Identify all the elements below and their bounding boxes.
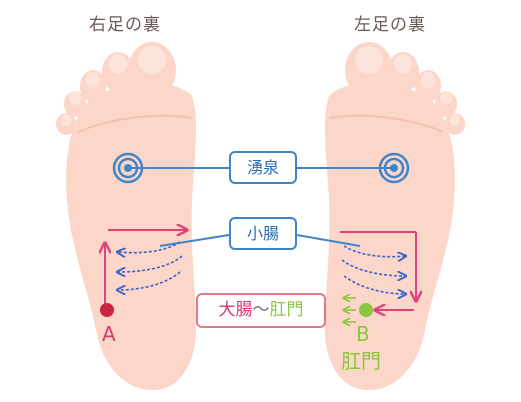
acupoint-target-icon (378, 152, 410, 184)
right-foot-sole (56, 42, 197, 391)
left-foot-arrows (340, 231, 416, 322)
point-b-label: B (356, 322, 370, 346)
yusen-label: 湧泉 (229, 151, 297, 184)
anus-label: 肛門 (341, 349, 381, 373)
point-a-label: A (102, 322, 116, 346)
acupoint-target-icon (112, 152, 144, 184)
large-intestine-text: 大腸 (218, 300, 253, 320)
left-foot-sole (324, 42, 465, 391)
point-b-dot-icon (359, 303, 373, 317)
small-intestine-label: 小腸 (229, 217, 297, 250)
left-foot-title: 左足の裏 (354, 15, 426, 35)
range-separator: 〜 (252, 300, 270, 320)
shocho-connector-left (296, 234, 361, 247)
shocho-connector-right (159, 234, 230, 247)
anus-text: 肛門 (269, 300, 304, 320)
right-foot-arrows (105, 230, 186, 306)
right-foot-title: 右足の裏 (89, 15, 161, 35)
point-a-dot-icon (100, 303, 114, 317)
large-intestine-to-anus-label: 大腸〜肛門 (196, 293, 326, 328)
